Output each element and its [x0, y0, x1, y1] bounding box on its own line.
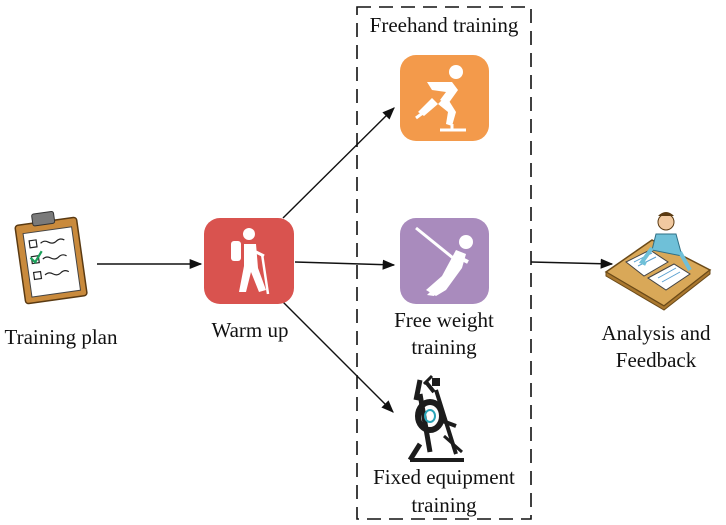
- analyst-at-desk-icon: [604, 212, 712, 311]
- free-weight-label-line2: training: [411, 335, 477, 359]
- analysis-label-line1: Analysis and: [601, 321, 711, 345]
- fixed-equipment-label-line2: training: [411, 493, 477, 517]
- free-weight-label-line1: Free weight: [394, 308, 494, 332]
- elliptical-trainer-icon: [407, 374, 464, 462]
- group-dashed-box: [356, 6, 532, 520]
- edge-warmup-to-freeweight: [294, 259, 396, 270]
- analysis-label-line2: Feedback: [615, 348, 697, 372]
- free-weight-box: [400, 218, 489, 304]
- edge-warmup-to-fixed: [282, 301, 394, 413]
- edge-group-to-analysis: [530, 258, 614, 269]
- freehand-training-label: Freehand training: [369, 13, 519, 37]
- clipboard-checklist-icon: [14, 210, 88, 305]
- training-plan-label: Training plan: [4, 325, 118, 349]
- fixed-equipment-label-line1: Fixed equipment: [373, 465, 515, 489]
- skater-icon: [400, 55, 489, 141]
- golfer-icon: [400, 218, 489, 304]
- hiker-icon: [204, 218, 294, 304]
- warm-up-label: Warm up: [211, 318, 289, 342]
- edge-warmup-to-freehand: [282, 107, 395, 219]
